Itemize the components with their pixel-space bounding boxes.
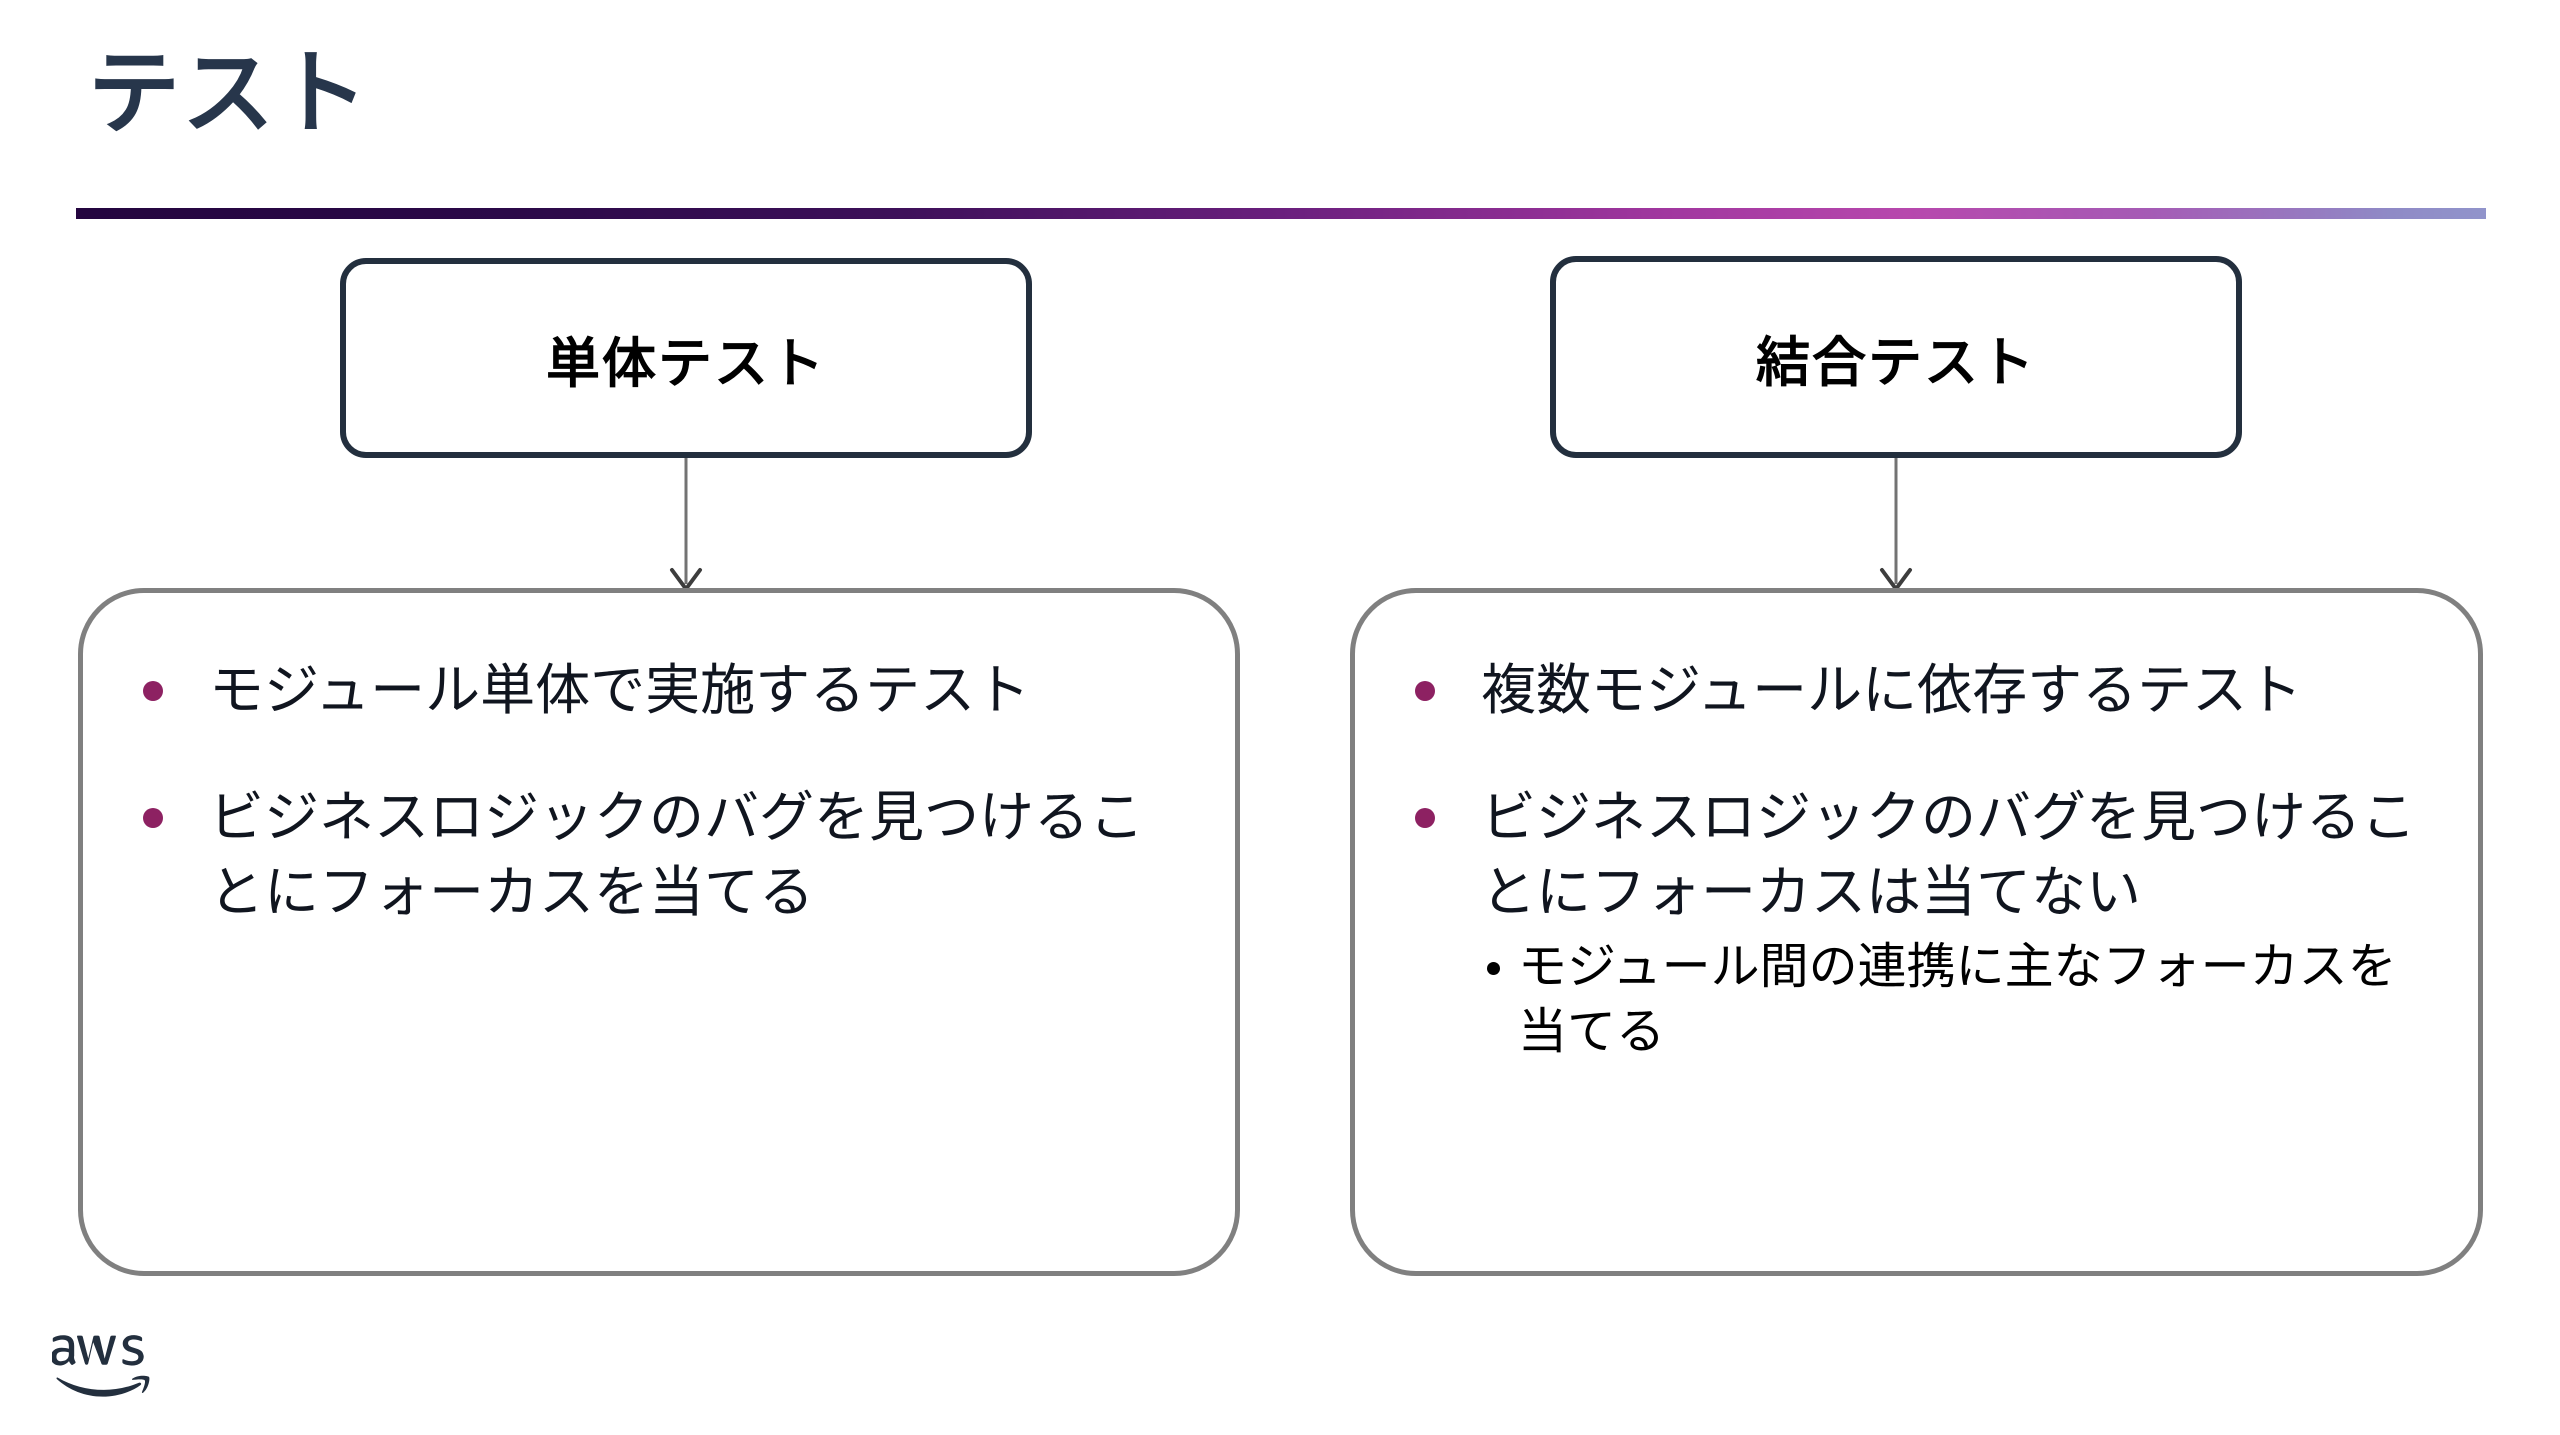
connector-arrow-integration-test bbox=[1866, 458, 1926, 594]
aws-logo-icon bbox=[50, 1335, 150, 1397]
title-gradient-rule bbox=[76, 208, 2486, 219]
sub-bullet-text: モジュール間の連携に主なフォーカスを当てる bbox=[1518, 940, 2397, 1060]
arrow-down-icon bbox=[670, 458, 702, 591]
header-box-integration-test-label: 結合テスト bbox=[1756, 332, 2036, 393]
list-item: ビジネスロジックのバグを見つけることにフォーカスを当てる bbox=[135, 780, 1183, 930]
bullet-list-integration-test: 複数モジュールに依存するテスト ビジネスロジックのバグを見つけることにフォーカス… bbox=[1355, 593, 2478, 1065]
bullet-dot-icon bbox=[143, 807, 163, 828]
aws-logo bbox=[50, 1332, 170, 1406]
bullet-dot-icon bbox=[1415, 681, 1435, 701]
connector-arrow-unit-test bbox=[656, 458, 716, 594]
header-box-unit-test[interactable]: 単体テスト bbox=[340, 258, 1032, 458]
list-item: モジュール単体で実施するテスト bbox=[135, 653, 1183, 728]
bullet-dot-icon bbox=[143, 681, 163, 701]
arrow-down-icon bbox=[1880, 458, 1912, 591]
list-item: ビジネスロジックのバグを見つけることにフォーカスは当てない モジュール間の連携に… bbox=[1407, 780, 2426, 1065]
bullet-text: ビジネスロジックのバグを見つけることにフォーカスを当てる bbox=[209, 785, 1145, 923]
bullet-text: 複数モジュールに依存するテスト bbox=[1481, 659, 2303, 721]
bullet-text: ビジネスロジックのバグを見つけることにフォーカスは当てない bbox=[1481, 785, 2417, 923]
header-box-integration-test[interactable]: 結合テスト bbox=[1550, 256, 2242, 458]
sub-list-item: モジュール間の連携に主なフォーカスを当てる bbox=[1487, 935, 2426, 1064]
sub-bullet-dot-icon bbox=[1487, 962, 1500, 976]
content-box-integration-test: 複数モジュールに依存するテスト ビジネスロジックのバグを見つけることにフォーカス… bbox=[1350, 588, 2483, 1276]
sub-bullet-list: モジュール間の連携に主なフォーカスを当てる bbox=[1481, 935, 2426, 1064]
list-item: 複数モジュールに依存するテスト bbox=[1407, 653, 2426, 728]
content-box-unit-test: モジュール単体で実施するテスト ビジネスロジックのバグを見つけることにフォーカス… bbox=[78, 588, 1240, 1276]
header-box-unit-test-label: 単体テスト bbox=[546, 333, 826, 394]
bullet-text: モジュール単体で実施するテスト bbox=[209, 659, 1031, 721]
page-title: テスト bbox=[88, 43, 371, 145]
bullet-dot-icon bbox=[1415, 807, 1435, 828]
bullet-list-unit-test: モジュール単体で実施するテスト ビジネスロジックのバグを見つけることにフォーカス… bbox=[83, 593, 1235, 929]
